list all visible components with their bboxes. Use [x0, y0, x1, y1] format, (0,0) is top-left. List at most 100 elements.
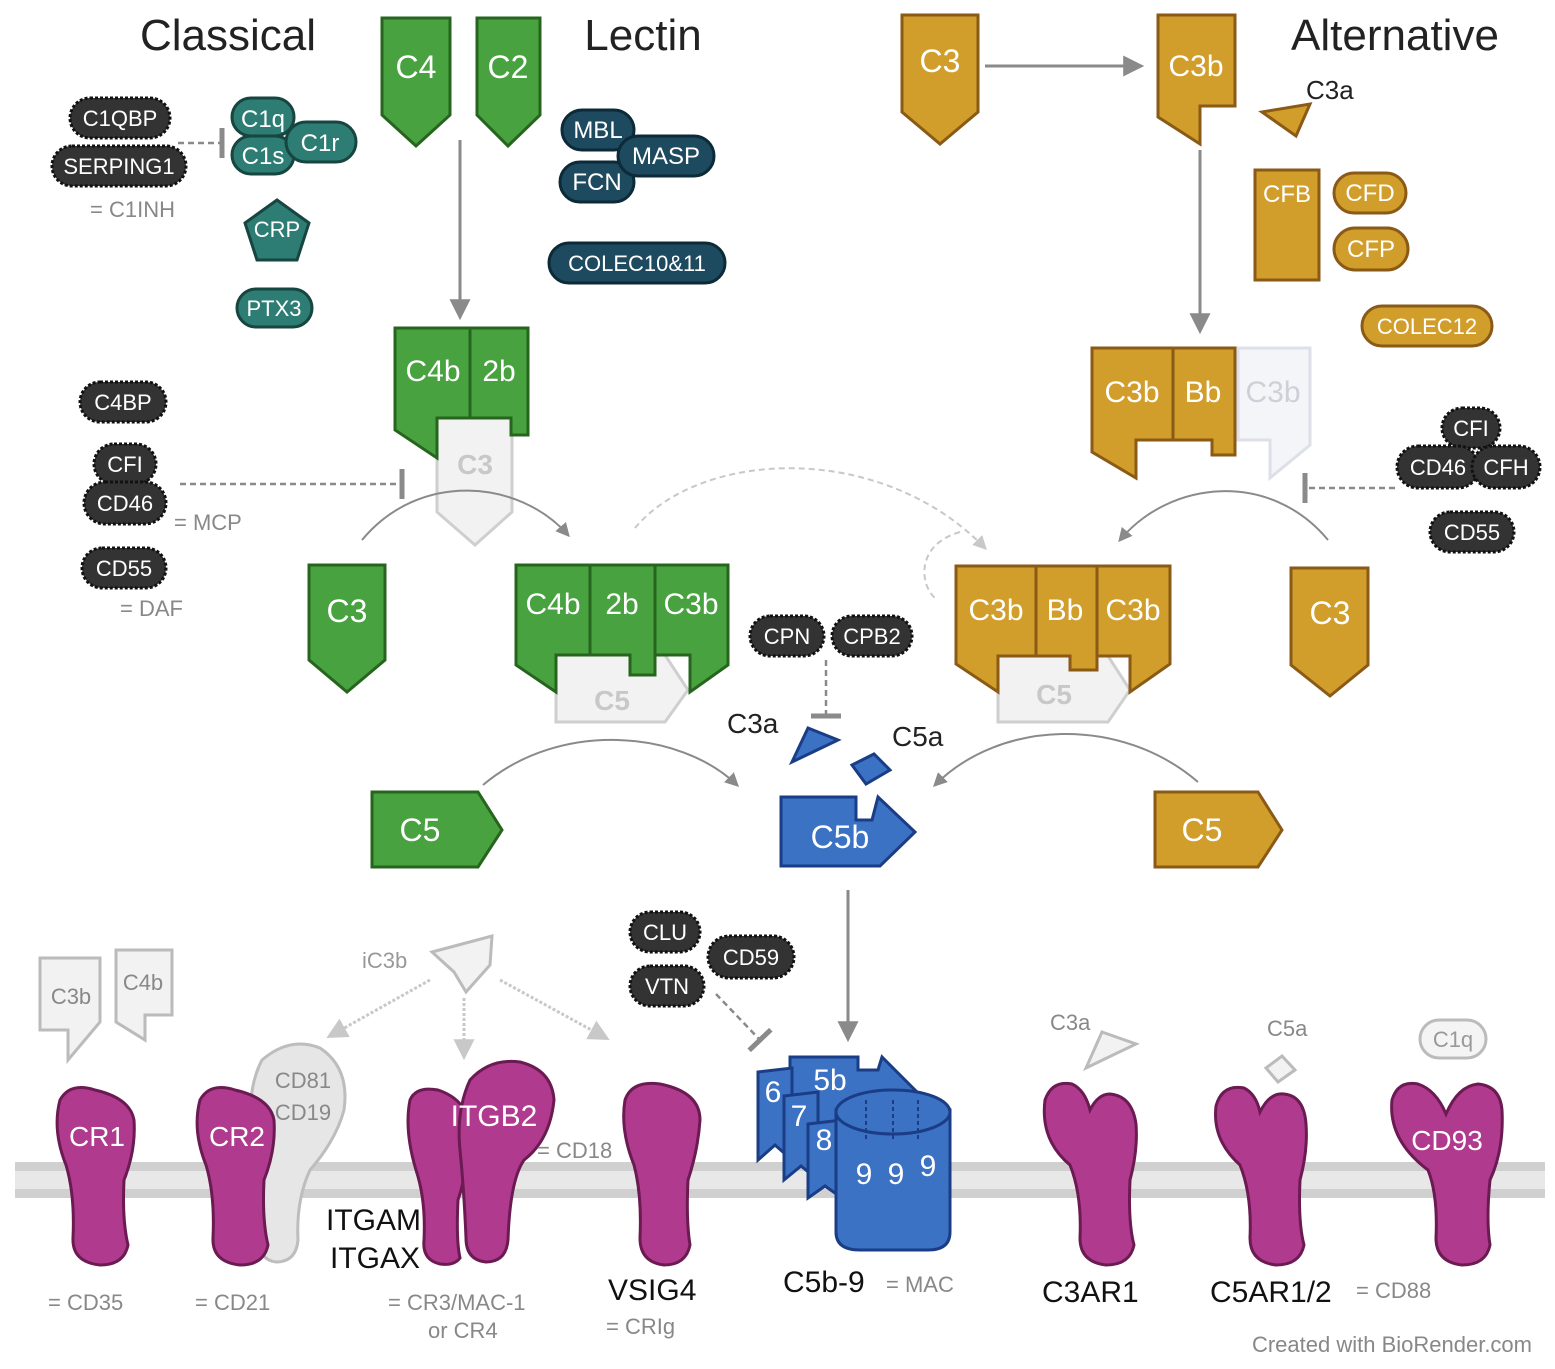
alt-loop-dashed: [923, 531, 961, 599]
svg-text:CD59: CD59: [723, 945, 779, 970]
c3-alt-top-protein: C3: [900, 13, 980, 146]
vsig4-receptor: [622, 1081, 702, 1267]
cfb-protein: CFB: [1253, 168, 1321, 282]
svg-text:CFB: CFB: [1263, 181, 1311, 208]
c1qbp-pill: C1QBP: [68, 96, 172, 140]
c5-classical-protein: C5: [370, 790, 504, 869]
svg-text:CR1: CR1: [69, 1121, 125, 1152]
classical-c5-curve-arrow: [482, 739, 740, 787]
svg-text:CLU: CLU: [643, 920, 687, 945]
svg-text:9: 9: [888, 1158, 905, 1191]
svg-text:C5: C5: [1036, 679, 1072, 710]
c3-ghost-classical: C3: [435, 410, 514, 547]
svg-text:CPB2: CPB2: [843, 624, 900, 649]
c5b-protein: C5b: [779, 794, 918, 868]
svg-text:C4b: C4b: [405, 355, 460, 388]
cr1-receptor: CR1: [55, 1086, 136, 1267]
c1q-free-pill: C1q: [1418, 1018, 1488, 1060]
c3a-free-fragment: [1082, 1030, 1140, 1072]
cd93-receptor: CD93: [1390, 1081, 1504, 1267]
svg-text:9: 9: [856, 1158, 873, 1191]
cpb2-pill: CPB2: [830, 614, 914, 658]
c1q-complex: C1q C1s C1r: [230, 96, 358, 176]
svg-text:C3b: C3b: [1245, 376, 1300, 409]
svg-text:CFH: CFH: [1483, 455, 1528, 480]
svg-text:SERPING1: SERPING1: [63, 154, 174, 179]
svg-text:C3: C3: [457, 449, 493, 480]
cd18-label: = CD18: [537, 1138, 612, 1163]
svg-text:C4BP: C4BP: [94, 390, 151, 415]
c3bbb-alt-convertase: C3b C3b Bb: [1090, 346, 1312, 482]
itgax-label: ITGAX: [330, 1242, 420, 1275]
cd35-label: = CD35: [48, 1290, 123, 1315]
cfh-pill: CFH: [1470, 444, 1542, 490]
c3-classical-protein: C3: [307, 563, 387, 694]
svg-text:CD46: CD46: [1410, 455, 1466, 480]
c3b-free-fragment: C3b: [38, 956, 102, 1065]
serping1-pill: SERPING1: [50, 144, 188, 188]
svg-text:C2: C2: [488, 49, 529, 85]
cd59-pill: CD59: [706, 934, 796, 980]
svg-text:C4b: C4b: [525, 588, 580, 621]
vsig4-label: VSIG4: [608, 1274, 696, 1307]
svg-text:VTN: VTN: [645, 974, 689, 999]
cd46-alt-pill: CD46: [1395, 444, 1481, 490]
c5a-free-label: C5a: [1267, 1016, 1308, 1041]
c5a-terminal-label: C5a: [892, 721, 944, 752]
mcp-label: = MCP: [174, 510, 242, 535]
c5-ghost-classical: C5: [554, 653, 690, 724]
c3a-terminal-label: C3a: [727, 708, 779, 739]
svg-text:C3b: C3b: [1105, 594, 1160, 627]
svg-text:MASP: MASP: [632, 143, 700, 170]
svg-text:C1r: C1r: [301, 130, 340, 157]
cfp-pill: CFP: [1332, 226, 1410, 272]
cr4-label: or CR4: [428, 1318, 498, 1343]
svg-text:PTX3: PTX3: [246, 296, 301, 321]
svg-text:7: 7: [791, 1100, 808, 1133]
svg-text:CD81: CD81: [275, 1068, 331, 1093]
cd81-cd19-coreceptor: CD81 CD19: [248, 1042, 347, 1264]
svg-text:C1q: C1q: [1433, 1027, 1473, 1052]
vtn-pill: VTN: [628, 964, 706, 1008]
cfi-alt-pill: CFI: [1440, 406, 1502, 450]
svg-text:C5: C5: [594, 685, 630, 716]
svg-text:C1QBP: C1QBP: [83, 106, 158, 131]
c5b9-label: C5b-9: [783, 1266, 865, 1299]
svg-text:CFI: CFI: [107, 452, 142, 477]
c1inh-label: = C1INH: [90, 197, 175, 222]
mac-complex: 5b 6 7 8 9 9 9: [756, 1054, 952, 1252]
lectin-complex: MBL FCN MASP: [558, 108, 716, 204]
c4b2b-convertase: C4b 2b: [393, 326, 530, 461]
c5a-terminal-fragment: [849, 752, 893, 786]
classical-c3-curve-arrow: [361, 489, 570, 541]
mac-inhibition-line: [715, 993, 773, 1053]
itgam-label: ITGAM: [326, 1204, 421, 1237]
svg-text:C5b: C5b: [811, 819, 870, 855]
alt-c3-curve-arrow: [1118, 490, 1329, 543]
svg-text:C1q: C1q: [241, 106, 285, 133]
c4-protein: C4: [380, 16, 452, 149]
cr2-receptor: CR2: [195, 1086, 276, 1267]
svg-text:Bb: Bb: [1185, 376, 1222, 409]
svg-text:CD55: CD55: [96, 556, 152, 581]
mac-label: = MAC: [886, 1272, 954, 1297]
c5-ghost-alt: C5: [996, 654, 1132, 724]
svg-text:C3b: C3b: [51, 984, 91, 1009]
svg-text:C3b: C3b: [663, 588, 718, 621]
c4b2b3b-convertase: C4b 2b C3b: [514, 563, 730, 695]
svg-text:C3: C3: [1310, 595, 1351, 631]
svg-text:2b: 2b: [605, 588, 638, 621]
c5ar-receptor: [1214, 1085, 1308, 1267]
lectin-header: Lectin: [584, 11, 701, 60]
svg-text:5b: 5b: [813, 1064, 846, 1097]
svg-text:CFP: CFP: [1347, 236, 1395, 263]
svg-text:CPN: CPN: [764, 624, 810, 649]
colec10-11-pill: COLEC10&11: [547, 241, 727, 285]
c3-alt-protein: C3: [1289, 566, 1370, 698]
cfi-classical-pill: CFI: [92, 442, 158, 486]
c5ar-label: C5AR1/2: [1210, 1276, 1332, 1309]
cd21-label: = CD21: [195, 1290, 270, 1315]
alt-c5-curve-arrow: [933, 733, 1199, 787]
svg-text:C3b: C3b: [968, 594, 1023, 627]
svg-text:CFD: CFD: [1345, 180, 1394, 207]
